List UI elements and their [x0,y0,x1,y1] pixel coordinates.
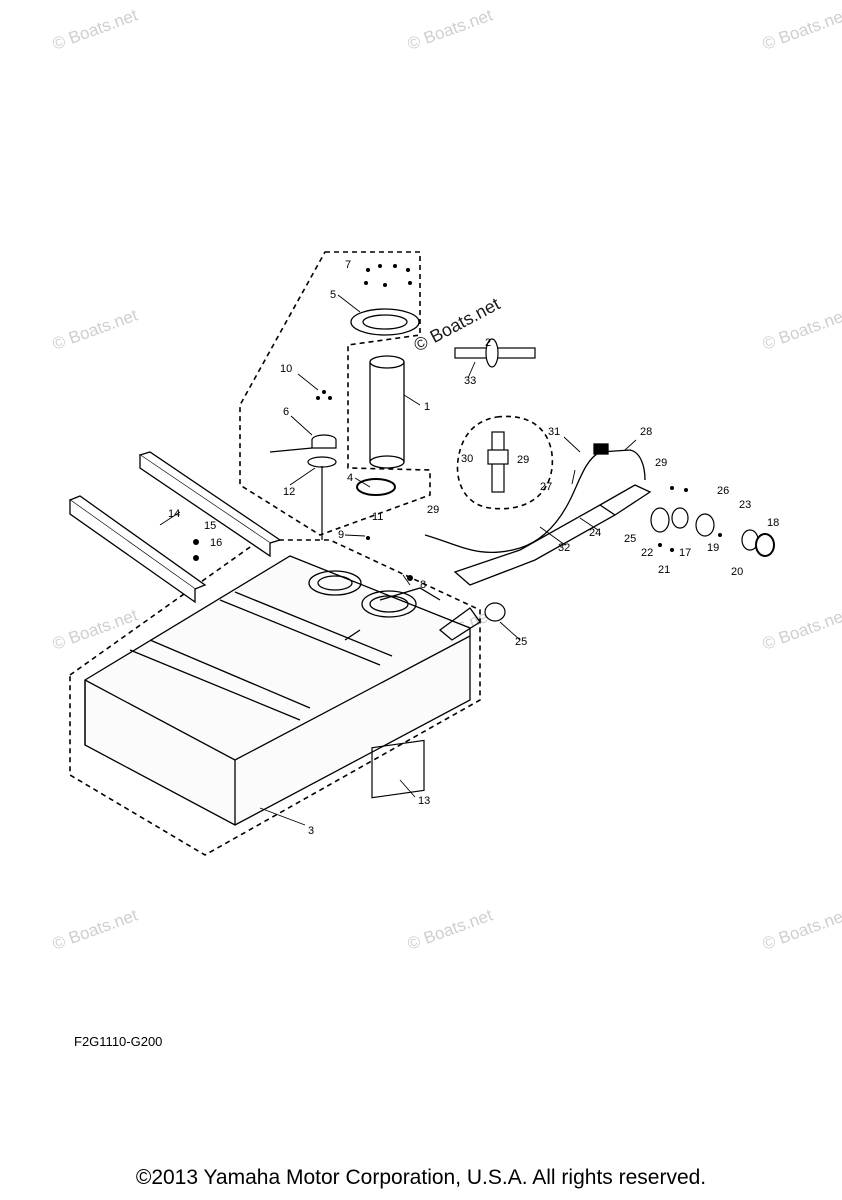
level-gauge [269,434,337,540]
inset-fitting [487,431,509,493]
part-labels: 1 2 3 4 5 6 7 8 9 10 11 12 13 14 15 16 1… [168,259,779,837]
part-label: 29 [427,504,439,516]
part-label: 28 [640,426,652,438]
part-label: 13 [418,795,430,807]
part-label: 9 [338,529,344,541]
part-label: 18 [767,517,779,529]
part-label: 7 [345,259,351,271]
sender-flange [350,308,420,496]
part-label: 8 [420,579,426,591]
part-label: 21 [658,564,670,576]
part-label: 25 [515,636,527,648]
part-label: 20 [731,566,743,578]
part-label: 22 [641,547,653,559]
fasteners [193,264,722,581]
support-brackets [68,451,282,604]
copyright-notice: ©2013 Yamaha Motor Corporation, U.S.A. A… [135,1166,707,1189]
watermark: © Boats.net [760,905,842,953]
watermark: © Boats.net [760,605,842,653]
part-label: 29 [655,457,667,469]
part-label: 19 [707,542,719,554]
part-label: 23 [739,499,751,511]
part-label: 26 [717,485,729,497]
watermark: © Boats.net [50,605,140,653]
watermark: © Boats.net [50,905,140,953]
hose-inset-outline [456,415,554,510]
part-label: 33 [464,375,476,387]
watermark: © Boats.net [50,5,140,53]
leader-lines [159,294,637,826]
part-label: 4 [347,472,353,484]
part-label: 14 [168,508,180,520]
part-label: 29 [517,454,529,466]
part-label: 6 [283,406,289,418]
watermark: © Boats.net [50,305,140,353]
part-label: 24 [589,527,601,539]
watermark: © Boats.net [405,5,495,53]
part-label: 12 [283,486,295,498]
label-plate [371,739,425,799]
part-label: 1 [424,401,430,413]
part-label: 17 [679,547,691,559]
part-label: 2 [485,337,491,349]
part-label: 32 [558,542,570,554]
part-label: 25 [624,533,636,545]
watermark: © Boats.net [760,5,842,53]
filler-hose [453,484,652,586]
watermark: © Boats.net [760,305,842,353]
part-label: 10 [280,363,292,375]
watermark: © Boats.net [405,905,495,953]
fuel-sender-unit [369,355,405,469]
part-label: 11 [372,511,383,523]
pipe-fitting [454,338,536,368]
filler-cap-parts [484,507,775,622]
part-label: 3 [308,825,314,837]
fuel-tank [84,555,481,826]
diagram-code: F2G1110-G200 [74,1034,163,1049]
part-label: 30 [461,453,473,465]
part-label: 31 [548,426,560,438]
part-label: 15 [204,520,216,532]
part-label: 5 [330,289,336,301]
part-label: 27 [540,481,552,493]
part-label: 16 [210,537,222,549]
vent-hose [424,443,646,554]
